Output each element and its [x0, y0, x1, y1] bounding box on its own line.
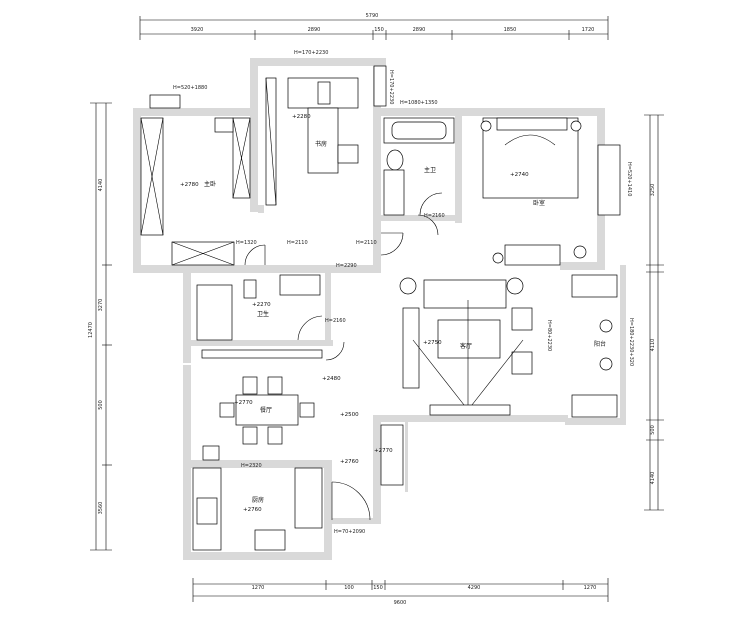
elev-study: +2280 [292, 114, 311, 120]
height-h13: H=2290 [336, 263, 357, 269]
elev-corridor-a: +2500 [340, 412, 359, 418]
elev-entry: +2770 [374, 448, 393, 454]
dim-bottom-1: 1270 [252, 585, 265, 591]
dim-left-total: 12470 [88, 322, 94, 338]
dim-bottom-5: 4290 [468, 585, 481, 591]
room-living: 客厅 [460, 342, 472, 350]
dim-top-3: 150 [374, 27, 384, 33]
room-study: 书房 [315, 140, 327, 148]
dim-right-3: 4110 [650, 339, 656, 352]
dim-top-total: 5790 [366, 13, 379, 19]
room-bath: 卫生 [257, 310, 269, 318]
dim-left-4: 3560 [98, 502, 104, 515]
dim-top-7: 1720 [582, 27, 595, 33]
height-h6: H=2160 [424, 213, 445, 219]
dim-top-4: 2890 [413, 27, 426, 33]
dim-bottom-4: 150 [373, 585, 383, 591]
height-h12: H=180+2230+320 [628, 318, 634, 366]
height-h5: H=520+1410 [626, 162, 632, 196]
elev-master-bedroom: +2780 [180, 182, 199, 188]
room-kitchen: 厨房 [252, 496, 264, 504]
dim-right-5: 4140 [650, 472, 656, 485]
dim-top-6: 1850 [504, 27, 517, 33]
height-h8: H=2110 [356, 240, 377, 246]
room-balcony: 阳台 [594, 340, 606, 348]
room-dining: 餐厅 [260, 406, 272, 414]
height-h2: H=170+2230 [294, 50, 328, 56]
room-bedroom: 卧室 [533, 199, 545, 207]
elev-bath: +2270 [252, 302, 271, 308]
elev-dining-b: +2480 [322, 376, 341, 382]
height-annotations: H=520+1880 H=170+2230 H=1080+1350 H=170+… [173, 50, 634, 535]
dim-left-3: 500 [98, 400, 104, 410]
dimension-texts: 5790 3920 2890 150 2890 1850 1720 9600 1… [88, 13, 656, 606]
height-h14: H=2320 [241, 463, 262, 469]
dim-left-1: 4140 [98, 179, 104, 192]
elev-kitchen: +2760 [243, 507, 262, 513]
height-h11: H=80+2230 [546, 320, 552, 351]
elev-master-bath: +2740 [510, 172, 529, 178]
dim-right-4: 500 [650, 425, 656, 435]
dim-top-1: 3920 [191, 27, 204, 33]
dim-bottom-total: 9600 [394, 600, 407, 606]
room-labels: 主卧 +2780 书房 +2280 主卫 卧室 +2740 卫生 +2270 客… [180, 114, 606, 513]
doors [244, 214, 439, 361]
height-h15: H=70+2090 [334, 529, 365, 535]
room-master-bath: 主卫 [424, 166, 436, 174]
elev-corridor-b: +2760 [340, 459, 359, 465]
elev-living: +2750 [423, 340, 442, 346]
room-master-bedroom: 主卧 [204, 180, 216, 188]
height-h9: H=2160 [325, 318, 346, 324]
dim-right-1: 3250 [650, 184, 656, 197]
dim-top-2: 2890 [308, 27, 321, 33]
height-h17: H=1320 [236, 240, 257, 246]
height-h4: H=170+2230 [388, 70, 394, 104]
height-h7: H=2110 [287, 240, 308, 246]
height-h3: H=1080+1350 [400, 100, 438, 106]
fixtures [140, 65, 621, 551]
elev-dining: +2770 [234, 400, 253, 406]
dim-left-2: 3270 [98, 299, 104, 312]
dimension-lines [90, 16, 664, 602]
dim-bottom-3: 100 [344, 585, 354, 591]
dim-bottom-6: 1270 [584, 585, 597, 591]
height-h1: H=520+1880 [173, 85, 207, 91]
